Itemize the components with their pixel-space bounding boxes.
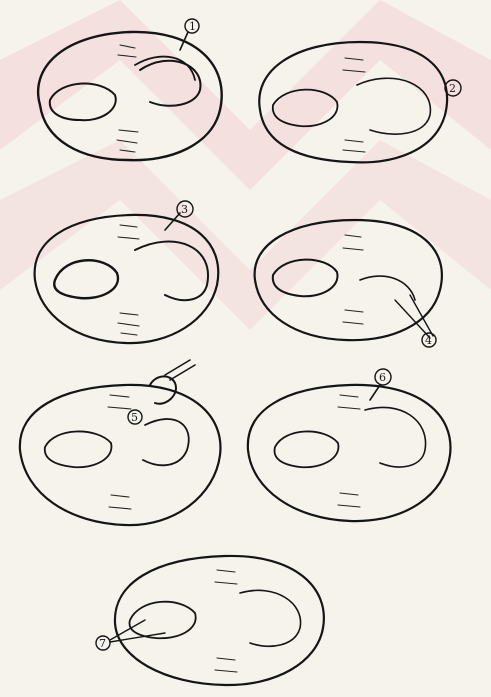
callout-1: 1 (189, 20, 196, 33)
callout-3: 3 (181, 203, 188, 216)
tooth-figure-1: 1 (20, 10, 240, 170)
callout-2: 2 (449, 82, 456, 95)
tooth-figure-5: 5 (15, 355, 235, 535)
callout-7: 7 (99, 637, 106, 650)
tooth-figure-6: 6 (240, 365, 470, 535)
callout-5: 5 (131, 411, 138, 424)
tooth-figure-2: 2 (245, 30, 475, 180)
callout-6: 6 (379, 371, 386, 384)
tooth-figure-3: 3 (25, 195, 240, 355)
callout-4: 4 (425, 334, 432, 347)
tooth-figure-7: 7 (85, 548, 335, 693)
tooth-figure-4: 4 (245, 210, 475, 355)
